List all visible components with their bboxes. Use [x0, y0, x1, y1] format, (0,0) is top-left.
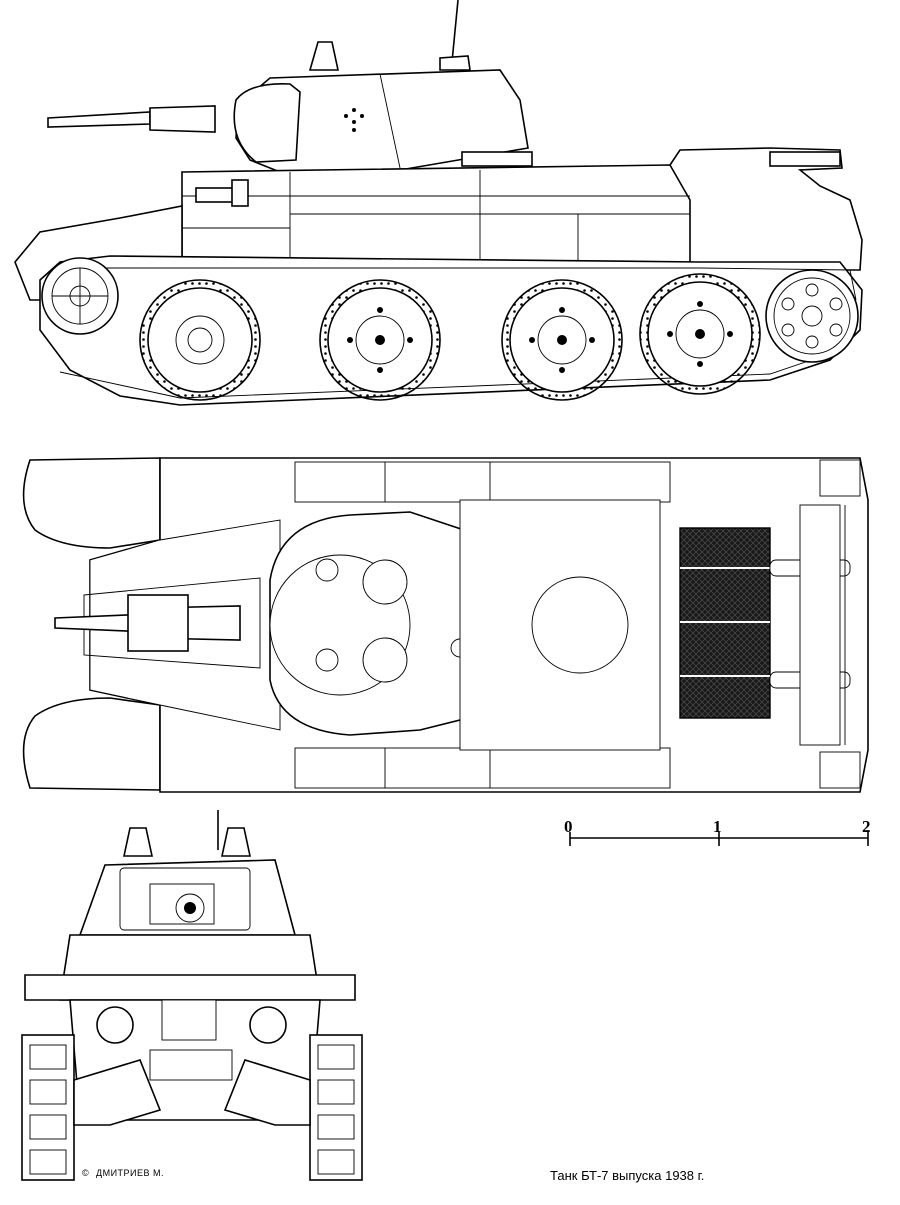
gun-mantlet	[233, 83, 301, 163]
engine-deck	[669, 147, 863, 271]
track-left-front	[21, 1034, 75, 1181]
top-view	[22, 457, 869, 793]
turret	[233, 41, 533, 173]
idler-wheel	[41, 257, 119, 335]
right-fender-front	[22, 697, 161, 791]
road-wheel-1	[139, 279, 261, 401]
track-right-front	[309, 1034, 363, 1181]
drawing-caption: Танк БТ-7 выпуска 1938 г.	[550, 1168, 704, 1183]
scale-tick-1: 1	[713, 817, 722, 836]
antenna	[451, 0, 459, 63]
scale-tick-0: 0	[564, 817, 573, 836]
periscope	[308, 41, 339, 71]
left-fender-front	[22, 457, 161, 549]
front-view	[21, 810, 363, 1181]
road-wheel-3	[501, 279, 623, 401]
headlight-right	[249, 1006, 287, 1044]
scale-bar: 0 1 2	[564, 817, 871, 846]
author-credit: ДМИТРИЕВ М.	[96, 1168, 164, 1178]
headlight-left	[96, 1006, 134, 1044]
road-wheel-2	[319, 279, 441, 401]
gun-barrel	[47, 105, 216, 133]
side-view	[14, 0, 863, 406]
road-wheel-4	[639, 273, 761, 395]
scale-tick-2: 2	[862, 817, 871, 836]
gun-top	[54, 594, 241, 652]
drive-sprocket	[765, 269, 859, 363]
turret-front	[78, 810, 297, 936]
copyright-symbol: ©	[82, 1168, 89, 1178]
